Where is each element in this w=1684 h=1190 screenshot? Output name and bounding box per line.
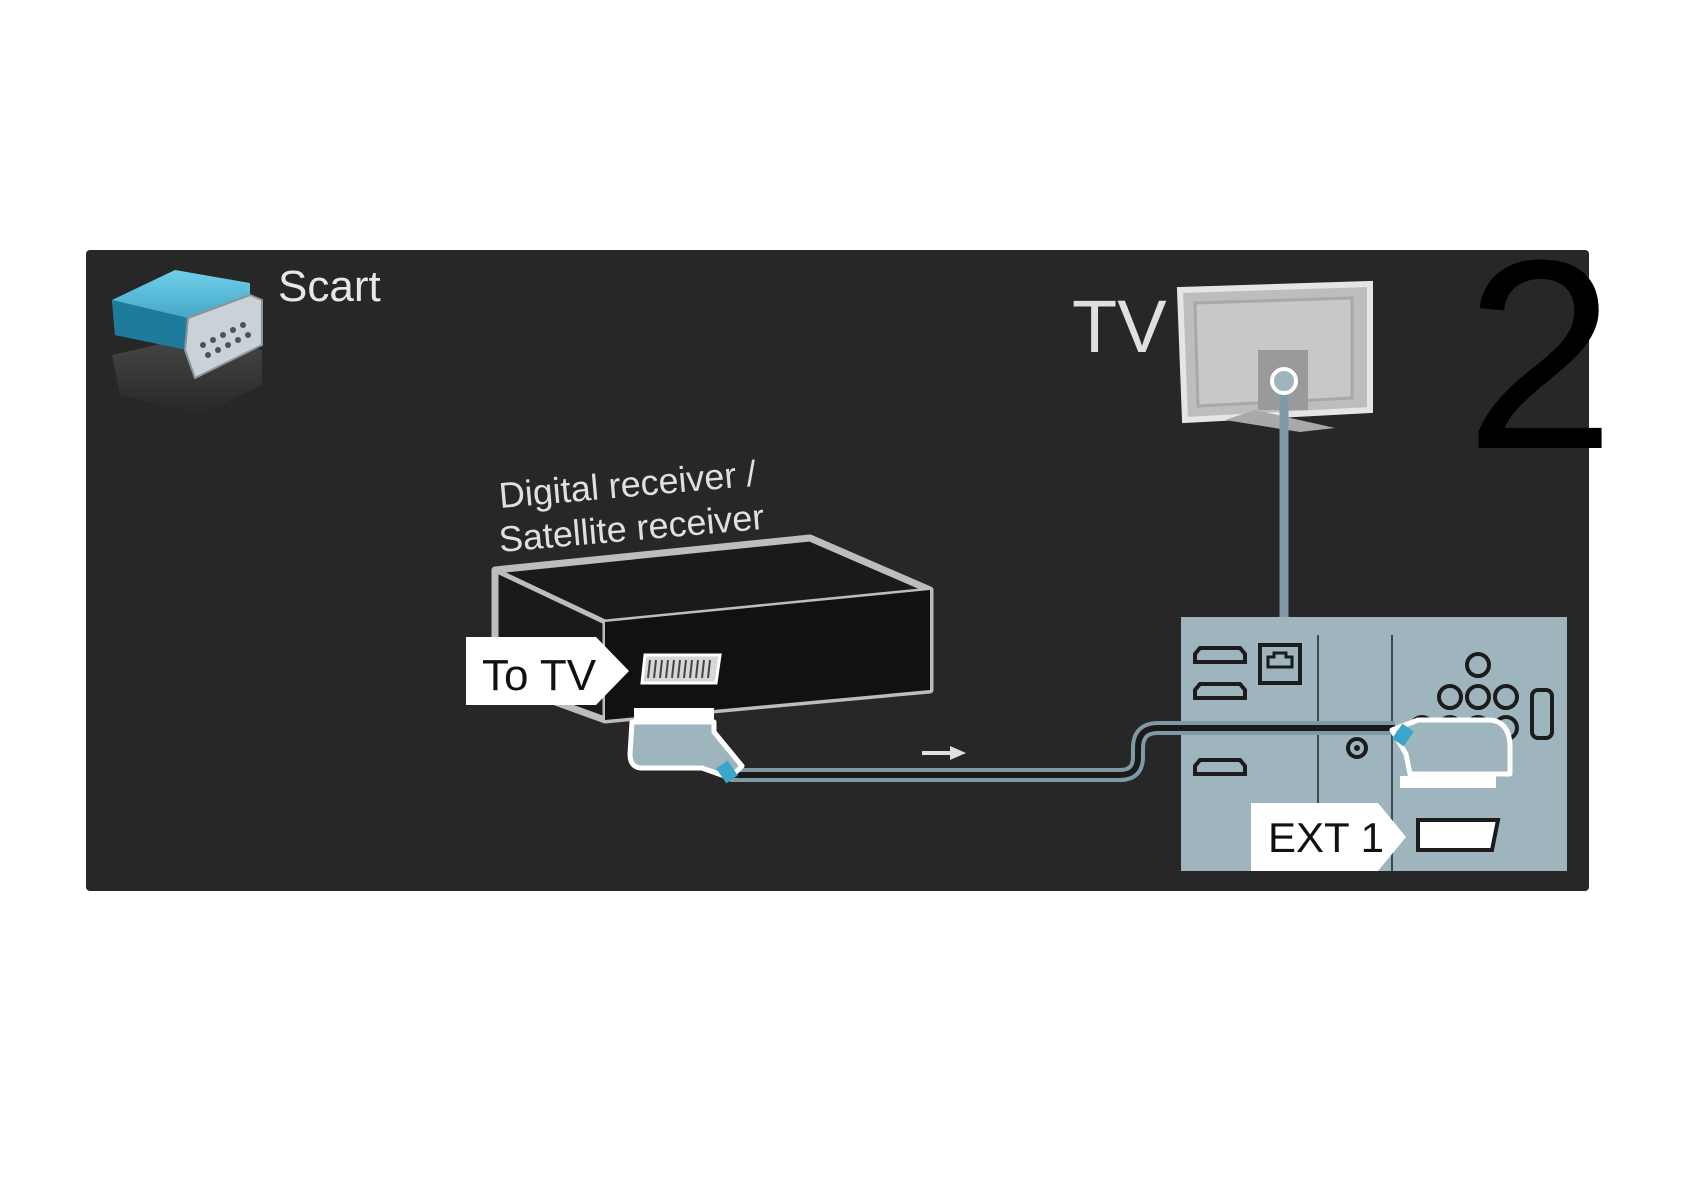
receiver-port-label: To TV	[482, 651, 597, 700]
receiver-scart-plug	[627, 708, 745, 784]
receiver-port-callout	[466, 637, 629, 705]
tv-icon	[1176, 280, 1373, 432]
receiver-scart-socket	[640, 653, 722, 685]
scart-cable	[730, 721, 1395, 782]
signal-direction-arrow-icon	[922, 746, 966, 760]
scart-connector-icon	[112, 270, 263, 415]
tv-port-label: EXT 1	[1268, 814, 1384, 861]
tv-label: TV	[1072, 285, 1167, 368]
tv-port-callout	[1251, 803, 1406, 871]
antenna-plug-icon	[1270, 367, 1298, 395]
step-number: 2	[1465, 205, 1615, 506]
connector-type-label: Scart	[278, 262, 381, 311]
tv-scart-plug	[1389, 717, 1513, 788]
